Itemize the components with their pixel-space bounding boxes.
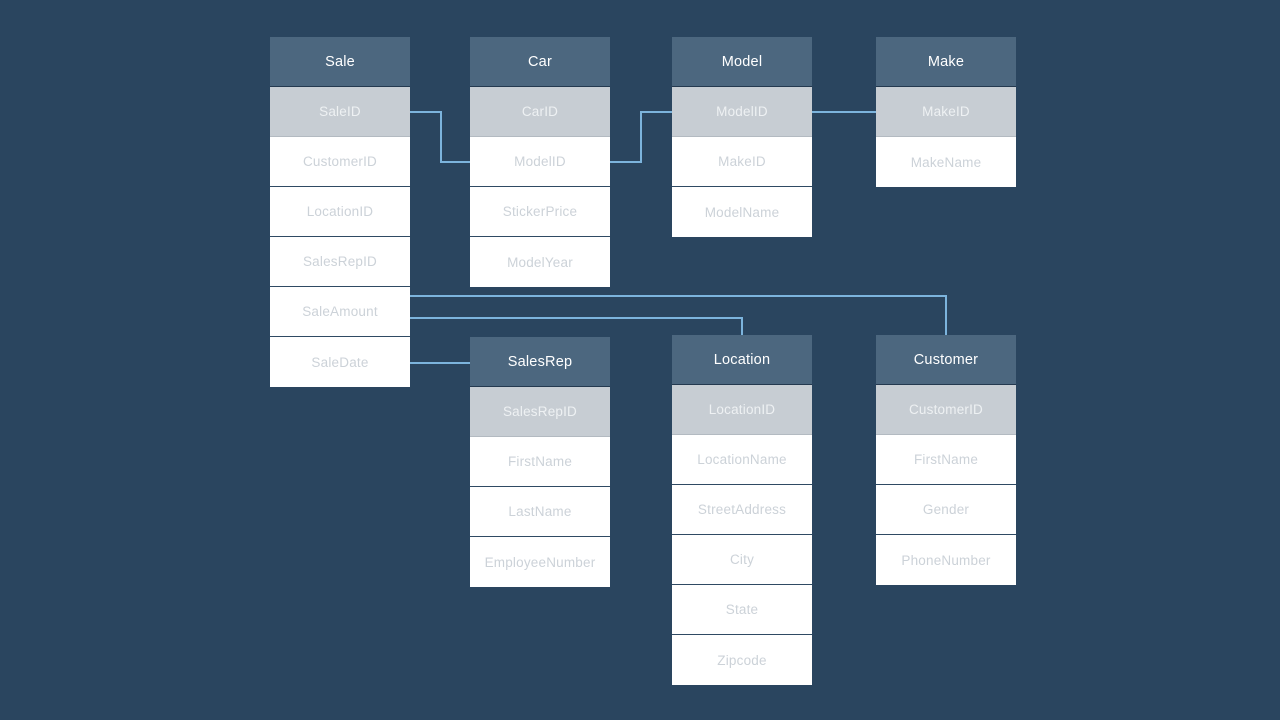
field-location-streetaddress[interactable]: StreetAddress bbox=[672, 485, 812, 535]
primary-key-field-model-modelid[interactable]: ModelID bbox=[672, 87, 812, 137]
entity-title-location: Location bbox=[672, 335, 812, 385]
field-car-modelyear[interactable]: ModelYear bbox=[470, 237, 610, 287]
primary-key-field-salesrep-salesrepid[interactable]: SalesRepID bbox=[470, 387, 610, 437]
field-make-makename[interactable]: MakeName bbox=[876, 137, 1016, 187]
field-sale-saledate[interactable]: SaleDate bbox=[270, 337, 410, 387]
field-car-modelid[interactable]: ModelID bbox=[470, 137, 610, 187]
field-model-modelname[interactable]: ModelName bbox=[672, 187, 812, 237]
field-customer-gender[interactable]: Gender bbox=[876, 485, 1016, 535]
entity-title-salesrep: SalesRep bbox=[470, 337, 610, 387]
connector-sale-location bbox=[410, 317, 743, 335]
field-sale-salesrepid[interactable]: SalesRepID bbox=[270, 237, 410, 287]
entity-title-model: Model bbox=[672, 37, 812, 87]
entity-title-sale: Sale bbox=[270, 37, 410, 87]
primary-key-field-customer-customerid[interactable]: CustomerID bbox=[876, 385, 1016, 435]
connector-car-model bbox=[610, 111, 672, 163]
field-model-makeid[interactable]: MakeID bbox=[672, 137, 812, 187]
field-location-locationname[interactable]: LocationName bbox=[672, 435, 812, 485]
field-salesrep-employeenumber[interactable]: EmployeeNumber bbox=[470, 537, 610, 587]
entity-title-customer: Customer bbox=[876, 335, 1016, 385]
field-sale-locationid[interactable]: LocationID bbox=[270, 187, 410, 237]
field-customer-phonenumber[interactable]: PhoneNumber bbox=[876, 535, 1016, 585]
primary-key-field-location-locationid[interactable]: LocationID bbox=[672, 385, 812, 435]
connector-sale-customer bbox=[410, 295, 947, 335]
field-customer-firstname[interactable]: FirstName bbox=[876, 435, 1016, 485]
primary-key-field-make-makeid[interactable]: MakeID bbox=[876, 87, 1016, 137]
primary-key-field-sale-saleid[interactable]: SaleID bbox=[270, 87, 410, 137]
entity-title-car: Car bbox=[470, 37, 610, 87]
field-sale-saleamount[interactable]: SaleAmount bbox=[270, 287, 410, 337]
field-location-state[interactable]: State bbox=[672, 585, 812, 635]
field-salesrep-lastname[interactable]: LastName bbox=[470, 487, 610, 537]
field-location-zipcode[interactable]: Zipcode bbox=[672, 635, 812, 685]
entity-title-make: Make bbox=[876, 37, 1016, 87]
field-car-stickerprice[interactable]: StickerPrice bbox=[470, 187, 610, 237]
field-sale-customerid[interactable]: CustomerID bbox=[270, 137, 410, 187]
field-location-city[interactable]: City bbox=[672, 535, 812, 585]
primary-key-field-car-carid[interactable]: CarID bbox=[470, 87, 610, 137]
connector-sale-car bbox=[410, 111, 470, 163]
field-salesrep-firstname[interactable]: FirstName bbox=[470, 437, 610, 487]
